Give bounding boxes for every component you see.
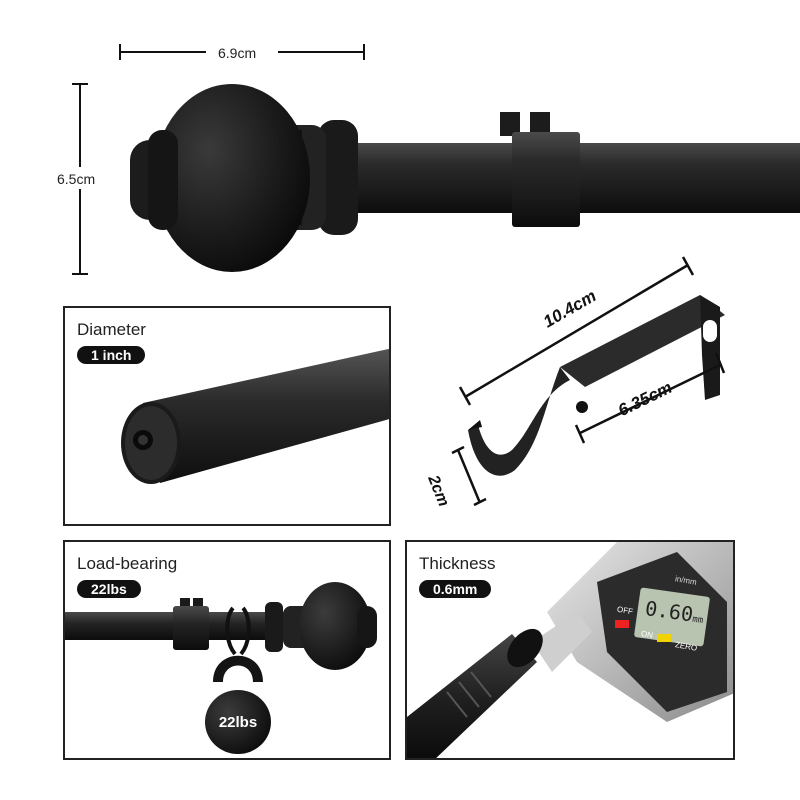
diameter-title: Diameter	[77, 320, 146, 339]
load-panel: Load-bearing 22lbs 22lbs	[63, 540, 391, 760]
bracket-figure: 10.4cm 6.35cm 2cm	[420, 255, 800, 525]
load-illustration	[65, 582, 377, 754]
load-title: Load-bearing	[77, 554, 178, 573]
kettlebell-label: 22lbs	[218, 714, 258, 731]
collar-ring	[318, 120, 358, 235]
bracket-illustration	[451, 256, 726, 507]
thickness-badge: 0.6mm	[419, 580, 492, 598]
finial-width-label: 6.9cm	[218, 45, 257, 61]
diameter-badge: 1 inch	[77, 346, 146, 364]
caliper-reading-unit: mm	[691, 614, 704, 627]
load-badge: 22lbs	[77, 580, 141, 598]
rod-hero: 6.9cm 6.5cm	[0, 0, 800, 300]
caliper-illustration	[407, 542, 733, 758]
caliper-on-label: ON	[640, 629, 654, 640]
bracket-ring	[512, 132, 580, 227]
bracket-clip-right	[530, 112, 550, 136]
diameter-panel: Diameter 1 inch	[63, 306, 391, 526]
finial-height-label: 6.5cm	[57, 171, 96, 187]
thickness-title: Thickness	[419, 554, 496, 573]
finial-ball	[154, 84, 310, 272]
thickness-panel: Thickness 0.6mm in/mm 0.60mm OFF ON ZERO	[405, 540, 735, 760]
bracket-clip-left	[500, 112, 520, 136]
rod-hero-illustration	[52, 42, 800, 275]
rod-end-illustration	[121, 348, 389, 484]
